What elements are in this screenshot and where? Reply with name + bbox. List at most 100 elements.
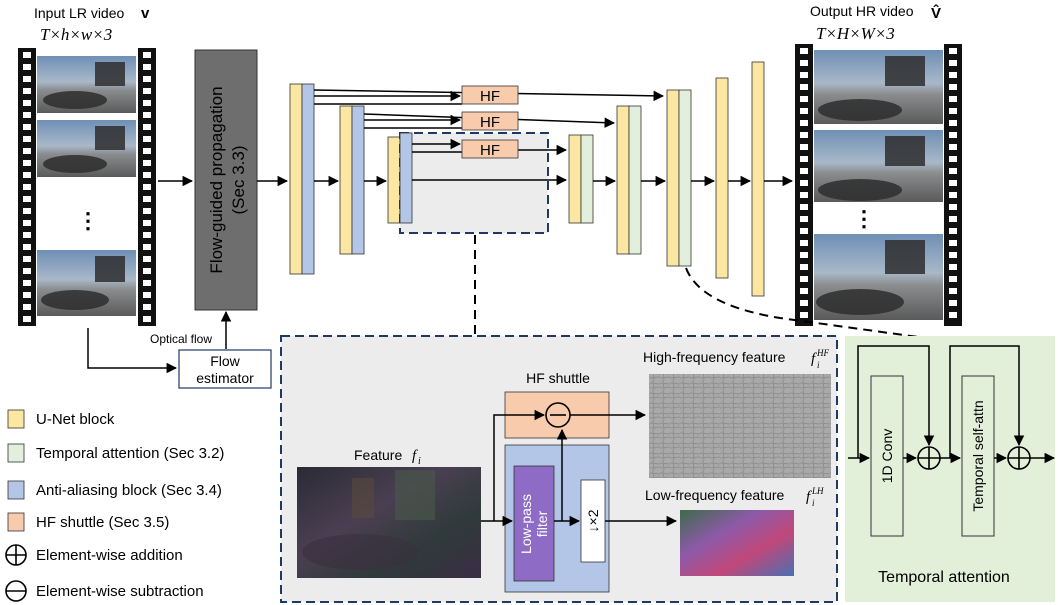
sprocket-hole	[949, 168, 957, 174]
propagation-label-1: Flow-guided propagation	[207, 86, 226, 273]
sprocket-hole	[800, 48, 808, 54]
sprocket-hole	[23, 268, 31, 274]
unet-block-enc1	[289, 83, 303, 275]
sprocket-hole	[23, 148, 31, 154]
sprocket-hole	[949, 120, 957, 126]
antialias-block-enc2	[351, 105, 365, 255]
sprocket-hole	[949, 144, 957, 150]
legend-label: U-Net block	[36, 411, 115, 428]
feature-symbol: f	[412, 448, 418, 464]
propagation-label-2: (Sec 3.3)	[229, 146, 248, 215]
propagation-block	[194, 49, 258, 311]
sprocket-hole	[949, 264, 957, 270]
sprocket-hole	[143, 112, 151, 118]
sprocket-hole	[143, 160, 151, 166]
legend-swatch	[7, 480, 25, 500]
flow-estimator-label-1: Flow	[210, 353, 240, 369]
sprocket-hole	[143, 316, 151, 322]
antialias-block-enc3-overlay	[399, 132, 413, 224]
sprocket-hole	[143, 172, 151, 178]
sprocket-hole	[23, 172, 31, 178]
legend-label: Temporal attention (Sec 3.2)	[36, 445, 224, 462]
optical-flow-label: Optical flow	[150, 332, 212, 346]
sprocket-hole	[143, 232, 151, 238]
sprocket-hole	[800, 132, 808, 138]
lowpass-filter-box	[513, 465, 555, 582]
low-freq-symbol: f	[806, 489, 812, 505]
sprocket-hole	[143, 196, 151, 202]
sprocket-hole	[800, 72, 808, 78]
sprocket-hole	[949, 228, 957, 234]
high-freq-sub: i	[817, 360, 820, 370]
high-freq-label: High-frequency feature	[643, 349, 786, 365]
sprocket-hole	[949, 48, 957, 54]
high-freq-sup: HF	[816, 348, 829, 358]
sprocket-hole	[143, 292, 151, 298]
downsample-label: ↓×2	[585, 509, 601, 532]
sprocket-hole	[23, 76, 31, 82]
legend-label: Element-wise subtraction	[36, 583, 204, 600]
sprocket-hole	[800, 288, 808, 294]
unet-block-dec2	[616, 105, 630, 255]
sprocket-hole	[949, 300, 957, 306]
temporal-block-dec1	[580, 134, 594, 224]
sprocket-hole	[23, 124, 31, 130]
sprocket-hole	[800, 108, 808, 114]
sprocket-hole	[800, 312, 808, 318]
sprocket-hole	[23, 280, 31, 286]
sprocket-hole	[23, 256, 31, 262]
input-ellipsis: ⋮	[77, 208, 99, 233]
antialias-block-enc1	[301, 83, 315, 275]
sprocket-hole	[23, 184, 31, 190]
hf-shuttle-3	[461, 139, 519, 159]
feature-label: Feature	[354, 447, 402, 463]
output-title-symbol: V̂	[931, 3, 941, 22]
sprocket-hole	[949, 108, 957, 114]
sprocket-hole	[23, 244, 31, 250]
sprocket-hole	[800, 168, 808, 174]
high-freq-symbol: f	[811, 351, 817, 367]
sprocket-hole	[143, 256, 151, 262]
sprocket-hole	[949, 84, 957, 90]
sprocket-hole	[143, 184, 151, 190]
sprocket-hole	[23, 136, 31, 142]
plus-sign	[6, 545, 26, 565]
sprocket-hole	[23, 316, 31, 322]
sprocket-hole	[143, 268, 151, 274]
sprocket-hole	[23, 112, 31, 118]
sprocket-hole	[23, 52, 31, 58]
low-freq-sup: LH	[811, 486, 824, 496]
hf-label-2: HF	[480, 114, 500, 131]
sprocket-hole	[143, 280, 151, 286]
sprocket-hole	[23, 160, 31, 166]
output-filmstrip: ⋮	[795, 44, 962, 326]
hf-shuttle-label: HF shuttle	[526, 370, 590, 386]
unet-block-dec1	[568, 134, 582, 224]
temporal-block-dec2	[628, 105, 642, 255]
sprocket-hole	[800, 264, 808, 270]
conv1d-box	[870, 375, 904, 537]
hf-shuttles: HF HF HF	[461, 85, 519, 159]
sprocket-hole	[143, 304, 151, 310]
sprocket-hole	[949, 180, 957, 186]
sprocket-hole	[800, 240, 808, 246]
sprocket-hole	[949, 216, 957, 222]
sprocket-hole	[949, 240, 957, 246]
sprocket-hole	[143, 76, 151, 82]
sprocket-hole	[949, 96, 957, 102]
sprocket-hole	[143, 208, 151, 214]
sprocket-hole	[143, 244, 151, 250]
sprocket-hole	[800, 84, 808, 90]
low-freq-sub: i	[812, 498, 815, 508]
unet-block-dec3	[666, 89, 680, 267]
output-title: Output HR video	[810, 3, 914, 19]
sprocket-hole	[800, 60, 808, 66]
sprocket-hole	[800, 192, 808, 198]
sprocket-hole	[143, 64, 151, 70]
sprocket-hole	[800, 156, 808, 162]
sprocket-hole	[143, 148, 151, 154]
sprocket-hole	[949, 276, 957, 282]
unet-encoder	[289, 83, 413, 275]
